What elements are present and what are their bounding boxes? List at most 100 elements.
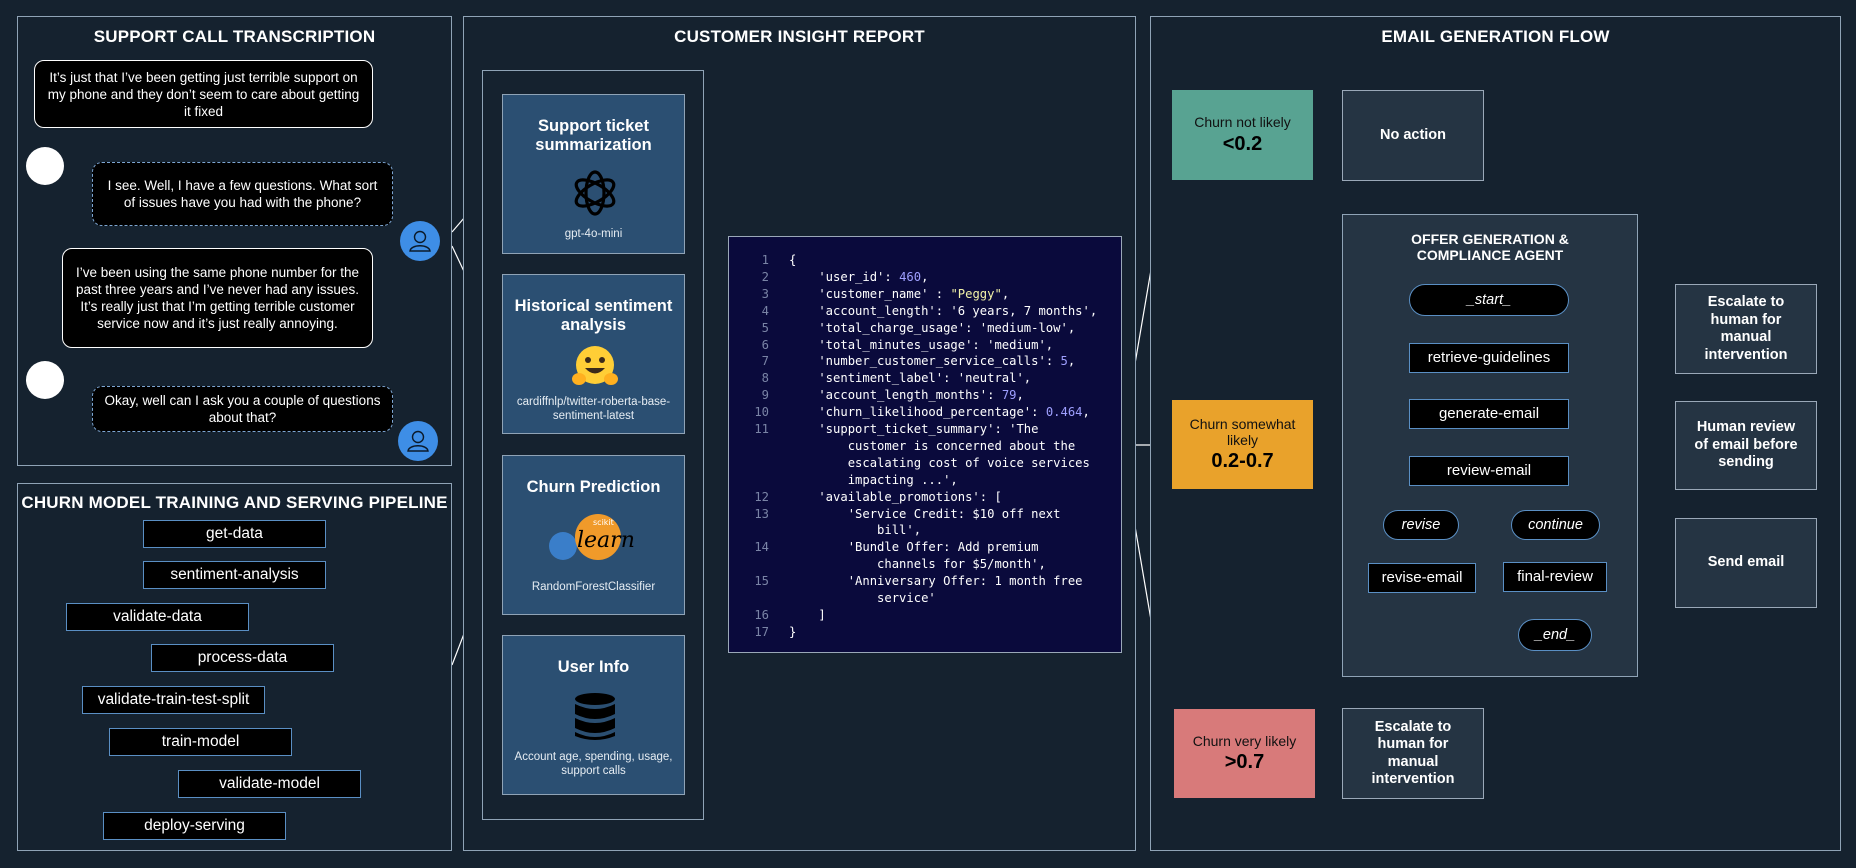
- code-line: service': [729, 591, 1121, 608]
- line-number: 9: [761, 388, 769, 403]
- code-text: 'support_ticket_summary': 'The: [789, 422, 1039, 436]
- customer-avatar: [26, 361, 64, 399]
- agent-avatar: [400, 221, 440, 261]
- code-text: 'user_id': 460,: [789, 269, 929, 284]
- code-line: 5 'total_charge_usage': 'medium-low',: [729, 321, 1121, 338]
- code-line: 2 'user_id': 460,: [729, 270, 1121, 287]
- card-title: Support ticket summarization: [535, 117, 652, 154]
- database-icon: [575, 693, 615, 740]
- code-text: {: [789, 253, 797, 267]
- card-sentiment: Historical sentiment analysis cardiffnlp…: [502, 274, 685, 434]
- no-action-box: No action: [1342, 90, 1484, 181]
- line-number: 16: [754, 607, 769, 622]
- scikit-learn-logo-icon: scikit learn: [549, 512, 639, 562]
- card-subtitle: Account age, spending, usage, support ca…: [514, 751, 673, 777]
- line-number: 13: [754, 506, 769, 521]
- line-number: 8: [761, 371, 769, 386]
- code-line: 6 'total_minutes_usage': 'medium',: [729, 338, 1121, 355]
- code-line: 8 'sentiment_label': 'neutral',: [729, 371, 1121, 388]
- line-number: 14: [754, 540, 769, 555]
- pipeline-step: sentiment-analysis: [143, 561, 326, 589]
- code-text: 'sentiment_label': 'neutral',: [789, 371, 1032, 386]
- line-number: 10: [754, 405, 769, 420]
- code-text: ]: [789, 607, 826, 622]
- churn-label: Churn not likely: [1194, 114, 1291, 131]
- line-number: 11: [754, 422, 769, 436]
- outcome-send-email: Send email: [1675, 518, 1817, 608]
- line-number: 2: [761, 269, 769, 284]
- node-review-email: review-email: [1409, 456, 1569, 486]
- code-text: escalating cost of voice services: [789, 455, 1090, 470]
- code-text: 'churn_likelihood_percentage': 0.464,: [789, 405, 1090, 420]
- node-revise-email: revise-email: [1368, 563, 1476, 593]
- line-number: 4: [761, 303, 769, 318]
- pipeline-step: validate-data: [66, 603, 249, 631]
- code-text: 'Service Credit: $10 off next: [789, 506, 1061, 521]
- agent-title: OFFER GENERATION & COMPLIANCE AGENT: [1411, 231, 1569, 263]
- code-line: 12 'available_promotions': [: [729, 490, 1121, 507]
- agent-avatar: [398, 421, 438, 461]
- code-line: 11 'support_ticket_summary': 'The: [729, 422, 1121, 439]
- code-text: 'account_length': '6 years, 7 months',: [789, 303, 1098, 318]
- panel-title: CHURN MODEL TRAINING AND SERVING PIPELIN…: [21, 493, 448, 512]
- card-title: Historical sentiment analysis: [514, 297, 673, 334]
- churn-label: Churn very likely: [1192, 732, 1297, 749]
- code-text: service': [789, 591, 936, 605]
- panel-title: CUSTOMER INSIGHT REPORT: [674, 27, 925, 46]
- line-number: 3: [761, 286, 769, 301]
- code-text: impacting ...',: [789, 472, 958, 487]
- line-number: 17: [754, 624, 769, 639]
- pipeline-step: get-data: [143, 520, 326, 548]
- code-line: 10 'churn_likelihood_percentage': 0.464,: [729, 405, 1121, 422]
- card-subtitle: gpt-4o-mini: [564, 228, 623, 240]
- code-line: bill',: [729, 523, 1121, 540]
- churn-not-likely-box: Churn not likely <0.2: [1172, 90, 1313, 180]
- panel-title: SUPPORT CALL TRANSCRIPTION: [93, 27, 376, 46]
- line-number: 1: [761, 253, 769, 267]
- user-icon: [407, 430, 429, 452]
- code-text: channels for $5/month',: [789, 557, 1046, 572]
- edge-label-revise: revise: [1383, 510, 1459, 540]
- card-user-info: User Info Account age, spending, usage, …: [502, 635, 685, 795]
- code-text: bill',: [789, 523, 922, 538]
- churn-value: >0.7: [1224, 751, 1265, 774]
- node-generate-email: generate-email: [1409, 399, 1569, 429]
- code-line: 4 'account_length': '6 years, 7 months',: [729, 304, 1121, 321]
- card-churn-prediction: Churn Prediction scikit learn RandomFore…: [502, 455, 685, 615]
- card-subtitle: cardiffnlp/twitter-roberta-base-sentimen…: [516, 396, 671, 422]
- code-line: customer is concerned about the: [729, 439, 1121, 456]
- code-line: 14 'Bundle Offer: Add premium: [729, 540, 1121, 557]
- panel-title: EMAIL GENERATION FLOW: [1381, 27, 1610, 46]
- node-final-review: final-review: [1503, 562, 1607, 592]
- churn-value: 0.2-0.7: [1211, 449, 1274, 472]
- pipeline-step: deploy-serving: [103, 812, 286, 840]
- card-support-ticket: Support ticket summarization gpt-4o-mini: [502, 94, 685, 254]
- churn-value: <0.2: [1222, 132, 1263, 155]
- pipeline-step: process-data: [151, 644, 334, 672]
- code-line: 16 ]: [729, 608, 1121, 625]
- code-text: 'Anniversary Offer: 1 month free: [789, 574, 1083, 589]
- line-number: 5: [761, 320, 769, 335]
- agent-message: I see. Well, I have a few questions. Wha…: [92, 162, 393, 226]
- customer-message: I’ve been using the same phone number fo…: [62, 248, 373, 348]
- code-text: 'available_promotions': [: [789, 489, 1002, 504]
- insight-json-code: 1{2 'user_id': 460,3 'customer_name' : "…: [728, 236, 1122, 653]
- code-line: impacting ...',: [729, 473, 1121, 490]
- edge-label-continue: continue: [1511, 510, 1600, 540]
- code-line: 17}: [729, 625, 1121, 642]
- hugging-face-icon: [572, 346, 618, 385]
- pipeline-step: validate-train-test-split: [82, 686, 265, 714]
- code-text: }: [789, 624, 797, 639]
- node-start: _start_: [1409, 284, 1569, 316]
- code-line: 1{: [729, 253, 1121, 270]
- node-retrieve-guidelines: retrieve-guidelines: [1409, 343, 1569, 373]
- line-number: 15: [754, 574, 769, 589]
- outcome-human-review: Human review of email before sending: [1675, 401, 1817, 490]
- pipeline-step: validate-model: [178, 770, 361, 798]
- churn-somewhat-likely-box: Churn somewhat likely 0.2-0.7: [1172, 400, 1313, 489]
- code-line: 13 'Service Credit: $10 off next: [729, 507, 1121, 524]
- agent-message: Okay, well can I ask you a couple of que…: [92, 386, 393, 432]
- card-title: Churn Prediction: [526, 478, 661, 496]
- outcome-escalate: Escalate to human for manual interventio…: [1675, 284, 1817, 374]
- churn-very-likely-box: Churn very likely >0.7: [1174, 709, 1315, 798]
